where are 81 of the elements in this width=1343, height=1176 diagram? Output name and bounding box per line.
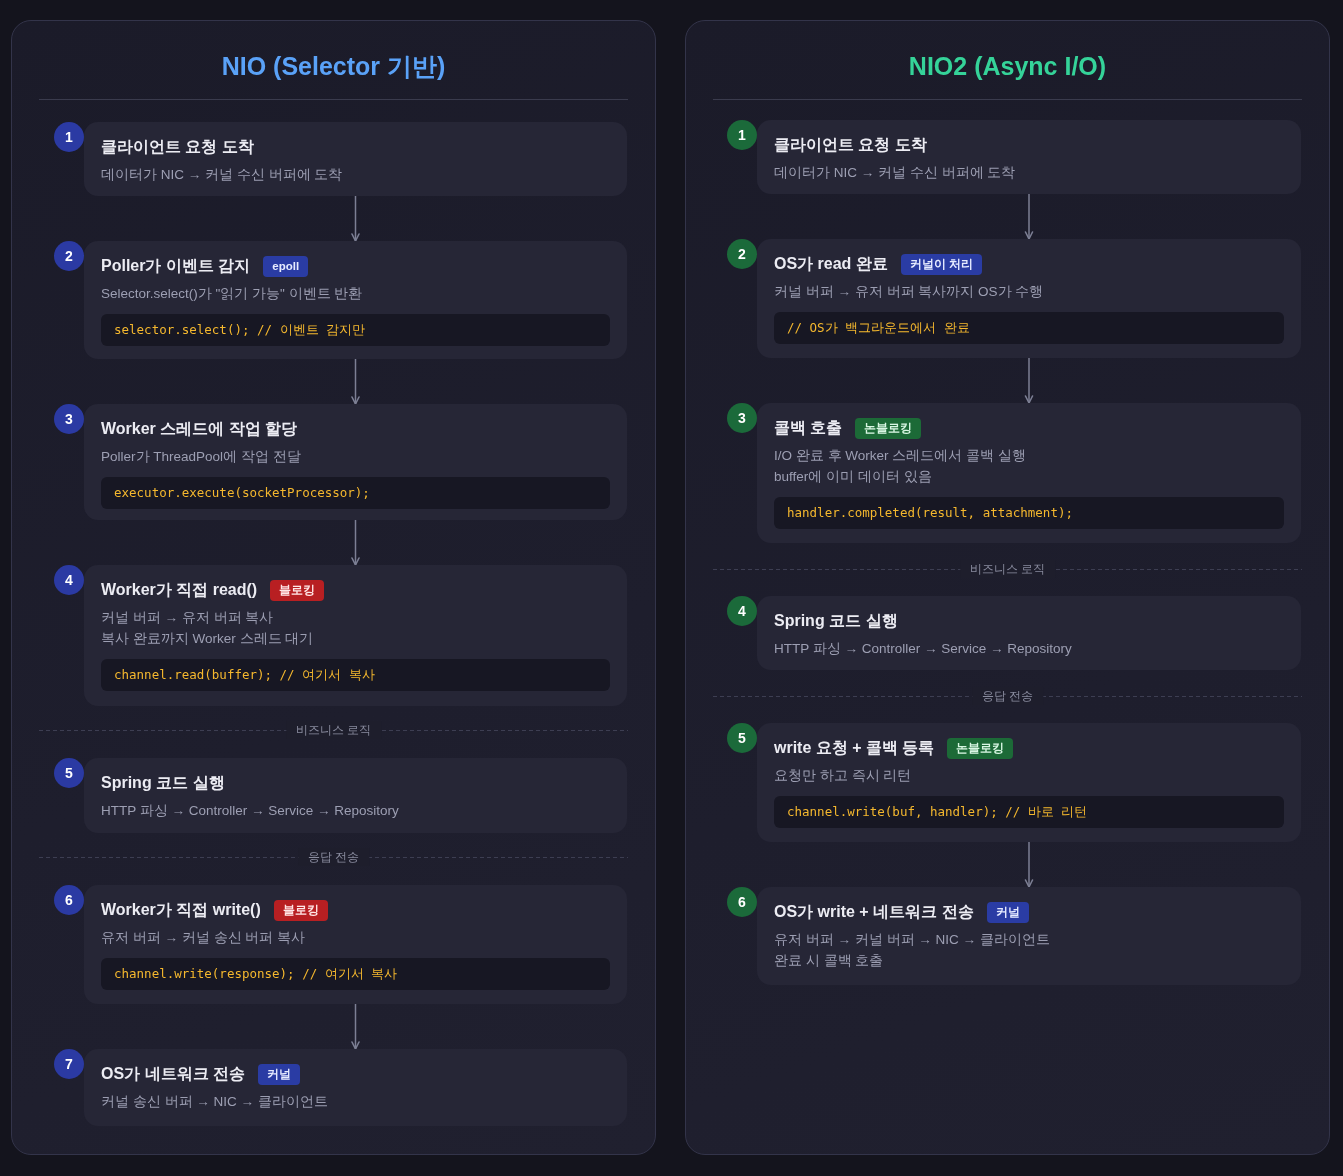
- panel: [685, 20, 1330, 1155]
- code-block: selector.select(); // 이벤트 감지만: [101, 314, 610, 346]
- panel: [11, 20, 656, 1155]
- step-description: 유저 버퍼 → 커널 버퍼 → NIC → 클라이언트: [774, 931, 1050, 949]
- step-title: Poller가 이벤트 감지: [101, 256, 251, 276]
- step-number: 3: [54, 404, 84, 434]
- step-card: [757, 120, 1301, 194]
- step-description: 데이터가 NIC → 커널 수신 버퍼에 도착: [774, 164, 1016, 182]
- step-description: HTTP 파싱 → Controller → Service → Repository: [101, 802, 399, 820]
- panel-title: NIO (Selector 기반): [221, 51, 446, 82]
- step-number: 2: [54, 241, 84, 271]
- step-title: Spring 코드 실행: [101, 773, 225, 793]
- code-block: // OS가 백그라운드에서 완료: [774, 312, 1284, 344]
- step-description: buffer에 이미 데이터 있음: [774, 468, 932, 486]
- step-number: 4: [727, 596, 757, 626]
- arrow: [1024, 841, 1034, 888]
- step-description: 커널 버퍼 → 유저 버퍼 복사까지 OS가 수행: [774, 283, 1044, 301]
- step-card: [757, 887, 1301, 985]
- step-card: [84, 1049, 627, 1126]
- step-title: 클라이언트 요청 도착: [101, 137, 254, 157]
- step-card: [84, 758, 627, 833]
- arrow: [1024, 357, 1034, 404]
- step-description: 완료 시 콜백 호출: [774, 952, 884, 970]
- step-card: [757, 596, 1301, 670]
- step-description: 데이터가 NIC → 커널 수신 버퍼에 도착: [101, 166, 343, 184]
- step-description: HTTP 파싱 → Controller → Service → Repository: [774, 640, 1072, 658]
- step-title: OS가 read 완료: [774, 254, 888, 274]
- arrow: [351, 1003, 360, 1050]
- step-description: 복사 완료까지 Worker 스레드 대기: [101, 630, 314, 648]
- step-card: [84, 885, 627, 1004]
- status-badge: 커널이 처리: [900, 253, 982, 275]
- step-title: 클라이언트 요청 도착: [774, 135, 927, 155]
- step-description: I/O 완료 후 Worker 스레드에서 콜백 실행: [774, 447, 1026, 465]
- status-badge: 논블로킹: [855, 417, 922, 439]
- step-number: 6: [727, 887, 757, 917]
- code-block: channel.read(buffer); // 여기서 복사: [101, 659, 610, 691]
- step-title: write 요청 + 콜백 등록: [774, 738, 935, 758]
- step-card: [757, 403, 1301, 543]
- arrow: [351, 519, 360, 566]
- arrow: [351, 195, 360, 242]
- step-description: 유저 버퍼 → 커널 송신 버퍼 복사: [101, 929, 305, 947]
- step-title: Worker 스레드에 작업 할당: [101, 419, 298, 439]
- step-card: [757, 723, 1301, 842]
- step-title: 콜백 호출: [774, 418, 843, 438]
- code-block: executor.execute(socketProcessor);: [101, 477, 610, 509]
- code-block: channel.write(buf, handler); // 바로 리턴: [774, 796, 1284, 828]
- step-number: 1: [54, 122, 84, 152]
- status-badge: 커널: [258, 1063, 300, 1085]
- step-number: 2: [727, 239, 757, 269]
- status-badge: 블로킹: [273, 899, 328, 921]
- step-number: 6: [54, 885, 84, 915]
- step-title: OS가 네트워크 전송: [101, 1064, 245, 1084]
- status-badge: 커널: [986, 901, 1029, 923]
- step-number: 1: [727, 120, 757, 150]
- step-card: [84, 404, 627, 520]
- status-badge: 블로킹: [270, 579, 325, 601]
- step-description: 커널 송신 버퍼 → NIC → 클라이언트: [101, 1093, 328, 1111]
- step-card: [84, 565, 627, 706]
- step-description: 커널 버퍼 → 유저 버퍼 복사: [101, 609, 274, 627]
- step-number: 7: [54, 1049, 84, 1079]
- step-description: Selector.select()가 "읽기 가능" 이벤트 반환: [101, 285, 363, 303]
- code-block: handler.completed(result, attachment);: [774, 497, 1284, 529]
- step-number: 5: [727, 723, 757, 753]
- step-title: Worker가 직접 write(): [101, 900, 261, 920]
- step-number: 4: [54, 565, 84, 595]
- status-badge: 논블로킹: [947, 737, 1014, 759]
- step-card: [84, 241, 627, 359]
- step-description: 요청만 하고 즉시 리턴: [774, 767, 912, 785]
- step-title: OS가 write + 네트워크 전송: [774, 902, 974, 922]
- step-number: 3: [727, 403, 757, 433]
- step-card: [84, 122, 627, 196]
- step-title: Spring 코드 실행: [774, 611, 898, 631]
- step-number: 5: [54, 758, 84, 788]
- step-card: [757, 239, 1301, 358]
- panel-title: NIO2 (Async I/O): [908, 51, 1107, 82]
- step-title: Worker가 직접 read(): [101, 580, 258, 600]
- code-block: channel.write(response); // 여기서 복사: [101, 958, 610, 990]
- arrow: [1024, 193, 1034, 240]
- step-description: Poller가 ThreadPool에 작업 전달: [101, 448, 301, 466]
- arrow: [351, 358, 360, 405]
- status-badge: epoll: [263, 255, 309, 277]
